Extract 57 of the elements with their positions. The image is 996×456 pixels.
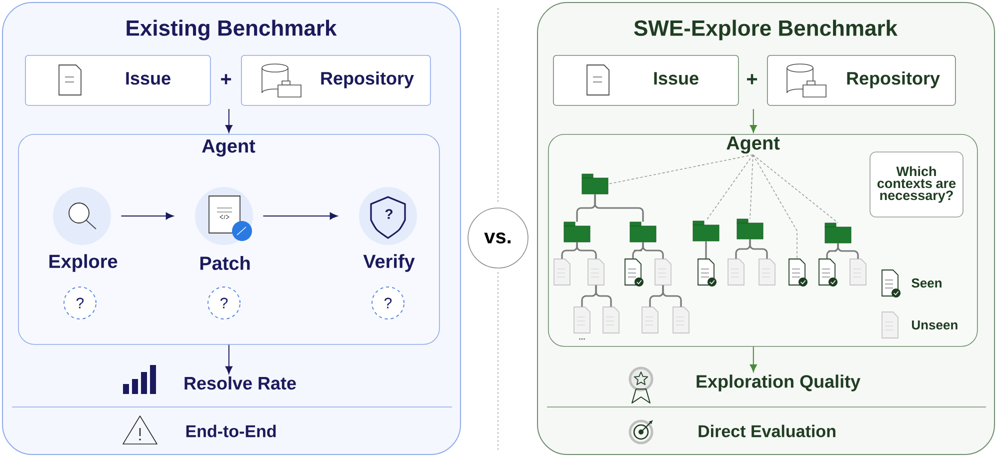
metric-text: Resolve Rate — [184, 376, 296, 390]
connector — [752, 154, 838, 224]
folder-icon — [736, 218, 764, 240]
ellipsis: ... — [579, 338, 585, 340]
input-box: Repository — [241, 55, 431, 106]
connector — [642, 242, 664, 259]
metric-text: Exploration Quality — [696, 374, 860, 392]
document-icon — [698, 258, 716, 286]
document-icon — [850, 258, 866, 286]
document-icon — [672, 306, 690, 334]
folder-icon — [692, 220, 720, 242]
arrow — [225, 344, 232, 374]
input-box: Issue — [25, 55, 211, 106]
panel-title: SWE-Explore Benchmark — [634, 20, 898, 40]
step-label: Verify — [363, 254, 415, 272]
document-icon — [602, 306, 620, 334]
document-icon — [818, 258, 838, 286]
icon-symbol: ? — [385, 209, 392, 219]
arrow — [120, 212, 174, 220]
folder-icon — [564, 222, 590, 242]
connector — [594, 194, 644, 222]
document-icon — [728, 258, 744, 286]
document-icon — [642, 306, 658, 334]
step-label: Patch — [200, 256, 250, 270]
plus-sign: + — [221, 74, 232, 84]
input-box: Issue — [553, 55, 739, 106]
document-icon — [574, 306, 590, 334]
arrow — [225, 108, 232, 133]
input-box: Repository — [767, 55, 956, 106]
arrow — [750, 346, 757, 372]
document-icon — [758, 258, 776, 286]
panel-title: Existing Benchmark — [126, 20, 337, 40]
connector — [705, 241, 707, 259]
connector — [837, 243, 859, 259]
connector — [595, 285, 612, 307]
document-icon — [588, 258, 604, 286]
arrow — [262, 212, 338, 220]
callout-box: Which contexts are necessary? — [870, 152, 964, 218]
document-icon — [788, 258, 808, 286]
document-icon — [654, 258, 672, 286]
plus-sign: + — [747, 74, 758, 84]
legend-text: Seen — [912, 278, 942, 288]
document-icon — [624, 258, 644, 286]
step-label: Explore — [49, 254, 118, 272]
connector — [750, 154, 754, 220]
connector — [608, 154, 754, 184]
arrow — [750, 108, 757, 133]
metric-text: Direct Evaluation — [698, 424, 836, 438]
connector — [706, 154, 754, 222]
connector — [749, 239, 768, 259]
folder-icon — [824, 222, 852, 244]
folder-icon — [630, 222, 656, 242]
document-icon — [554, 258, 570, 286]
metric-text: End-to-End — [186, 424, 276, 438]
folder-icon — [582, 174, 608, 194]
legend-text: Unseen — [912, 320, 958, 330]
connector — [752, 154, 798, 260]
